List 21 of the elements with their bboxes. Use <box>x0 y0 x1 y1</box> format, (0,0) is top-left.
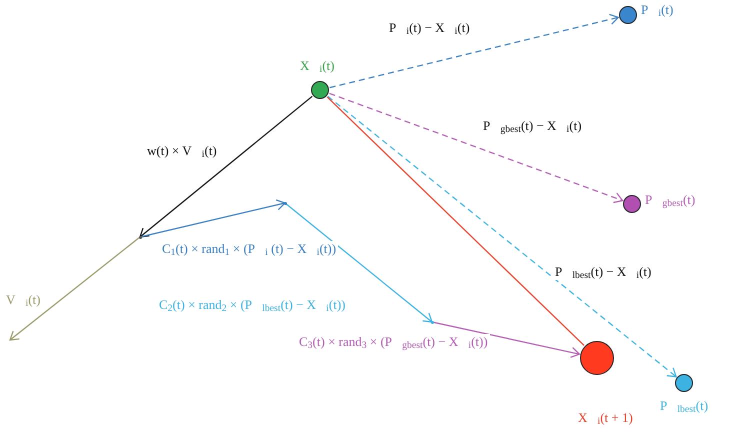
edge-label: P⃗$_{i}$(t) − X⃗$_{i}$(t) <box>387 20 472 36</box>
point-label: P⃗$_{gbest}$(t) <box>645 192 696 208</box>
edge-label: w(t) × V⃗$_{i}$(t) <box>145 143 219 160</box>
arrow <box>432 321 580 358</box>
edge-label: P⃗$_{gbest}$(t) − X⃗$_{i}$(t) <box>481 118 584 134</box>
point-label: P⃗$_{lbest}$(t) <box>660 398 708 414</box>
edge-label: V⃗$_{i}$(t) <box>4 292 42 308</box>
arrow <box>139 96 313 238</box>
point-label: X⃗$_{i}$(t + 1) <box>578 410 633 426</box>
point-label: P⃗$_{i}$(t) <box>641 2 674 18</box>
arrow <box>327 96 677 378</box>
arrow <box>140 199 286 238</box>
edge-label: C$_{3}$(t) × rand$_{3}$ × (P⃗$_{gbest}$(t) − X⃗$_{i}$(t)) <box>297 334 490 350</box>
edge-label: C$_{2}$(t) × rand$_{2}$ × (P⃗$_{lbest}$(t) − X⃗$_{i}$(t)) <box>157 297 348 314</box>
point-label: X⃗$_{i}$(t) <box>300 58 334 74</box>
arrow <box>284 202 433 323</box>
edge-label: P⃗$_{lbest}$(t) − X⃗$_{i}$(t) <box>553 264 654 280</box>
edge-label: C$_{1}$(t) × rand$_{1}$ × (P⃗$_{i}$ (t) − X⃗$_{i}$(t)) <box>160 241 338 258</box>
arrow <box>9 236 140 341</box>
arrow <box>330 14 619 88</box>
arrow <box>329 92 624 204</box>
